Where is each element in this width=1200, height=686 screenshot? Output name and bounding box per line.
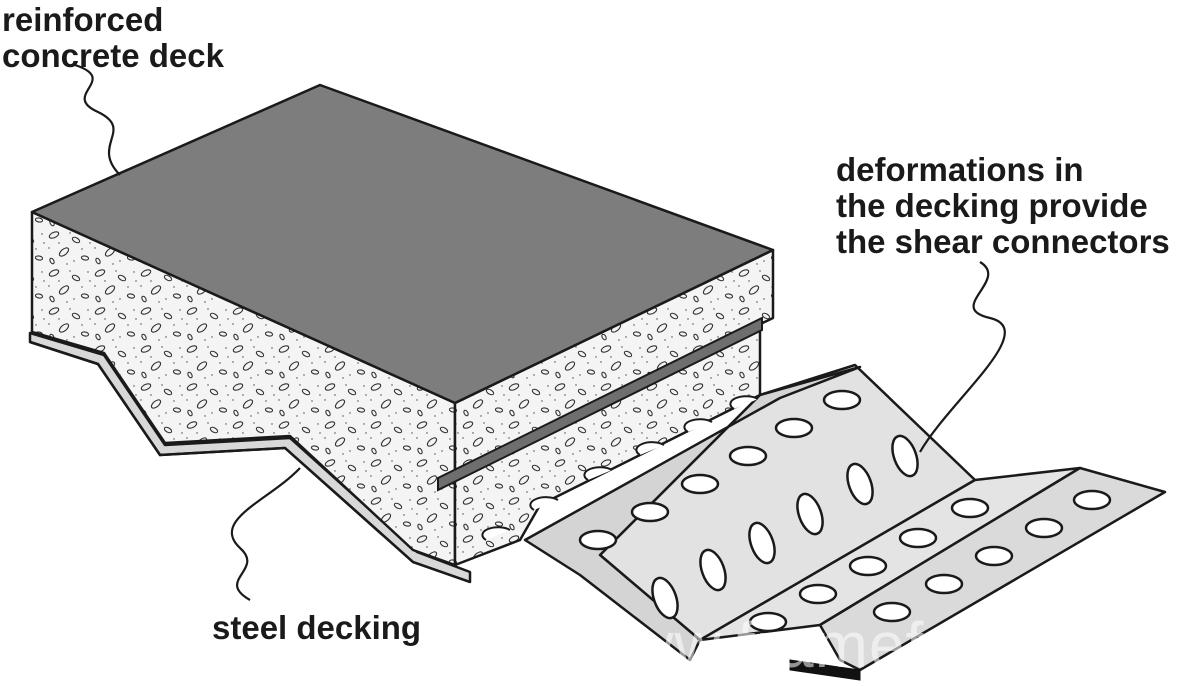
label-deformations: deformations in the decking provide the … [836,152,1170,260]
leader-line-concrete [74,63,121,176]
reinforcement-band [437,316,763,492]
label-deform-line-2: the decking provide [836,187,1148,224]
label-deform-line-1: deformations in [836,151,1084,188]
watermark: www.frameformwork.nl [580,609,1200,681]
lower-flange-deformations [748,489,1112,633]
label-reinforced-concrete-deck: reinforced concrete deck [2,2,224,74]
label-concrete-line-2: concrete deck [2,37,224,74]
concrete-slab-top [30,83,775,405]
steel-deck-cut-edge [789,659,861,681]
label-deform-line-3: the shear connectors [836,223,1170,260]
steel-deck-top-flange [523,365,862,662]
leader-line-steel [231,467,301,601]
web-deformations [651,434,919,620]
label-concrete-line-1: reinforced [2,1,164,38]
steel-deck-profile-line [29,340,471,584]
leader-line-deformations [919,261,1006,453]
steel-deck-lower-flange-2 [818,466,1167,672]
flange-deformations [578,389,862,551]
label-steel-decking: steel decking [212,609,422,646]
embedded-deformations [481,395,759,541]
